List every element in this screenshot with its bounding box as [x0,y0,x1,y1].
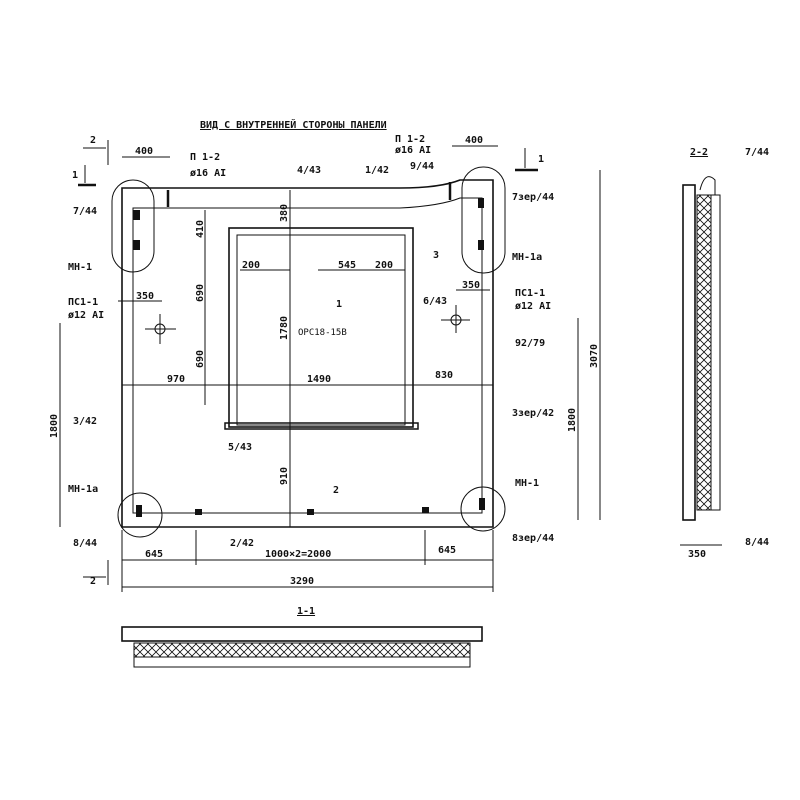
dim: 3070 [589,344,600,368]
label: 1 [336,299,342,310]
dim: 690 [195,350,206,368]
dim: 970 [167,374,185,385]
label: 4/43 [297,165,321,176]
label: 7/44 [73,206,97,217]
dim: 350 [462,280,480,291]
window-opening [224,227,419,430]
label: МН-1а [512,252,542,263]
label: 8/44 [745,537,769,548]
dimension-texts: 400 400 380 410 200 545 200 350 350 690 … [49,135,600,587]
window-mark: ОРС18-15В [298,328,347,338]
dim: 645 [438,545,456,556]
dim: 910 [279,467,290,485]
label: ø12 AI [515,301,551,312]
dim: 200 [375,260,393,271]
dim: 1800 [567,408,578,432]
label: 6/43 [423,296,447,307]
dim: 830 [435,370,453,381]
section-title: 1-1 [297,606,315,617]
dim: 1490 [307,374,331,385]
label: 7зер/44 [512,192,554,203]
label: 92/79 [515,338,545,349]
callout-labels: П 1-2 ø16 AI П 1-2 ø16 AI 4/43 1/42 9/44… [68,134,554,549]
label: ПС1-1 [68,297,98,308]
label: 3зер/42 [512,408,554,419]
view-title: ВИД С ВНУТРЕННЕЙ СТОРОНЫ ПАНЕЛИ [200,118,387,131]
dim: 545 [338,260,356,271]
label: 1/42 [365,165,389,176]
label: П 1-2 [395,134,425,145]
section-markers: 2 1 1 2 [72,135,544,587]
dim: 380 [279,204,290,222]
section-2-2: 2-2 350 7/44 8/44 [680,147,769,560]
label: 7/44 [745,147,769,158]
label: МН-1 [515,478,539,489]
dim: 200 [242,260,260,271]
dim: 1000×2=2000 [265,549,331,560]
label: 8/44 [73,538,97,549]
label: 3 [433,250,439,261]
label: 2 [333,485,339,496]
cut-label-2-bottom: 2 [90,576,96,587]
section-1-1: 1-1 [121,606,483,668]
cut-label-1-right: 1 [538,154,544,165]
dim: 400 [135,146,153,157]
cut-label-1-left: 1 [72,170,78,181]
dim: 1780 [279,316,290,340]
label: 9/44 [410,161,434,172]
label: 5/43 [228,442,252,453]
section-title: 2-2 [690,147,708,158]
label: ø16 AI [395,145,431,156]
dimension-lines [59,145,601,592]
label: 8зер/44 [512,533,554,544]
label: МН-1а [68,484,98,495]
label: П 1-2 [190,152,220,163]
dim: 645 [145,549,163,560]
label: ø16 AI [190,168,226,179]
panel-outline [111,166,506,538]
cut-label-2-top: 2 [90,135,96,146]
dim: 410 [195,220,206,238]
dim: 350 [136,291,154,302]
dim: 350 [688,549,706,560]
dim: 690 [195,284,206,302]
label: МН-1 [68,262,92,273]
label: 2/42 [230,538,254,549]
label: ø12 AI [68,310,104,321]
label: ПС1-1 [515,288,545,299]
dim: 400 [465,135,483,146]
dim: 3290 [290,576,314,587]
dim: 1800 [49,414,60,438]
label: 3/42 [73,416,97,427]
